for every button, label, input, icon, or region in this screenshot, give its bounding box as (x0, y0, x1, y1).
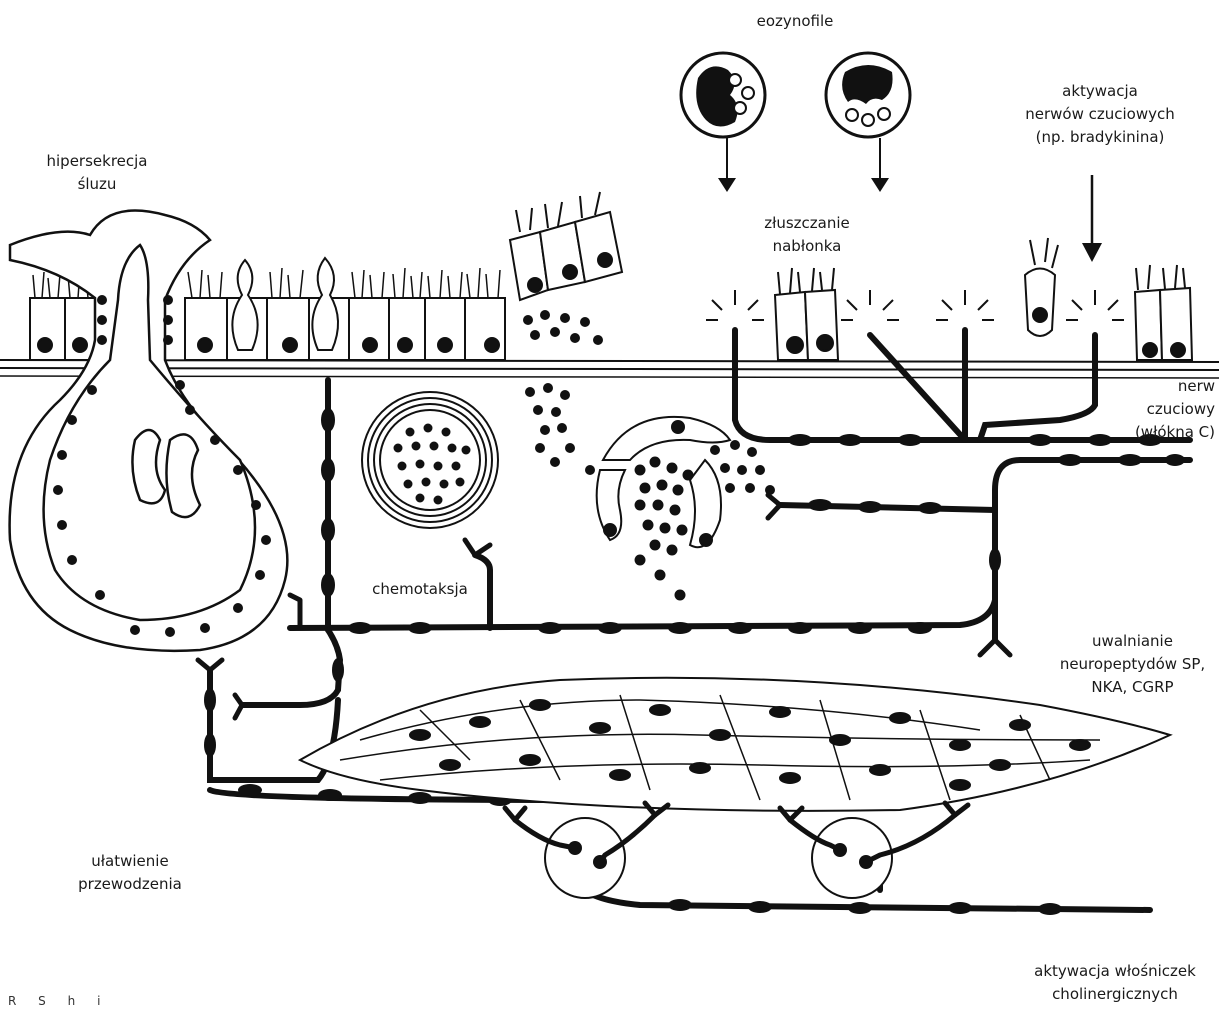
sensory-endings (706, 290, 1124, 320)
epithelial-shedding-label: złuszczanie nabłonka (742, 212, 872, 258)
cholinergic-activation-label: aktywacja włośniczek cholinergicznych (1015, 960, 1215, 1006)
eosinophil-2 (826, 53, 910, 192)
facilitated-conduction-label: ułatwienie przewodzenia (55, 850, 205, 896)
chemotaxis-label: chemotaksja (360, 578, 480, 601)
vessel-cluster (597, 417, 730, 600)
mucus-hypersecretion-label: hipersekrecja śluzu (22, 150, 172, 196)
basement-membrane (0, 360, 1219, 378)
mast-cell (362, 392, 498, 528)
eosinophils-label: eozynofile (740, 10, 850, 33)
cholinergic-ganglia (505, 803, 968, 898)
sensory-nerve (210, 330, 1190, 910)
activation-arrow (1082, 175, 1102, 262)
eosinophil-1 (681, 53, 765, 192)
neuropeptide-release-label: uwalnianie neuropeptydów SP, NKA, CGRP (1050, 630, 1215, 699)
figure-caption-fragment: R S h i (8, 994, 118, 1008)
sensory-activation-label: aktywacja nerwów czuciowych (np. bradyki… (995, 80, 1205, 149)
shed-epithelial-cells (510, 192, 622, 300)
smooth-muscle (300, 678, 1170, 811)
sensory-nerve-label: nerw czuciowy (włókna C) (1100, 375, 1215, 444)
